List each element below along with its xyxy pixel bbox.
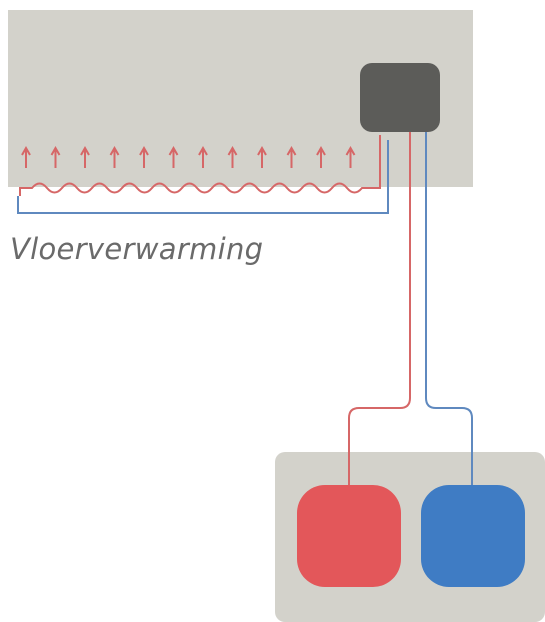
heat-arrow-icon — [227, 145, 238, 168]
heat-arrow-icon — [168, 145, 179, 168]
heat-arrow-icon — [316, 145, 326, 168]
floor-loop-return-pipe — [17, 140, 389, 214]
heat-arrow-icon — [21, 145, 31, 168]
cold-return-pipe — [425, 132, 473, 478]
controller-box — [360, 63, 440, 132]
hot-supply-pipe — [348, 132, 411, 478]
heat-arrows — [21, 145, 356, 168]
cold-water-unit — [421, 485, 525, 587]
heat-arrow-icon — [286, 145, 297, 168]
heat-arrow-icon — [109, 145, 120, 168]
heat-arrow-icon — [345, 145, 356, 168]
floor-loop-supply-pipe — [19, 135, 381, 196]
floor-heating-loop — [17, 135, 389, 214]
floor-heating-caption: Vloerverwarming — [10, 232, 264, 266]
heat-arrow-icon — [80, 145, 90, 168]
heat-arrow-icon — [50, 145, 61, 168]
hot-water-unit — [297, 485, 401, 587]
heat-arrow-icon — [198, 145, 208, 168]
heat-arrow-icon — [257, 145, 267, 168]
heat-arrow-icon — [139, 145, 149, 168]
